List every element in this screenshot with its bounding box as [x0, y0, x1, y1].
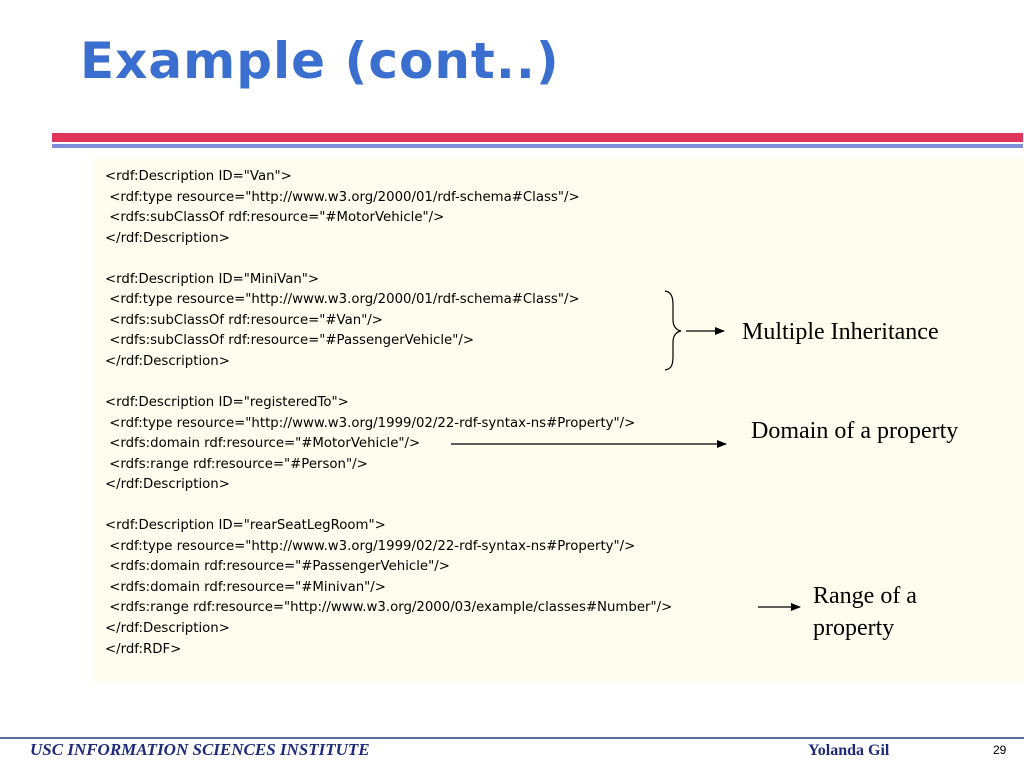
inheritance-brace [664, 290, 682, 371]
page-number: 29 [993, 743, 1007, 757]
multiple-inheritance-label: Multiple Inheritance [742, 319, 939, 345]
code-panel [93, 157, 1024, 683]
code-line: </rdf:Description> [105, 230, 230, 246]
code-line: </rdf:RDF> [105, 641, 182, 657]
code-line: </rdf:Description> [105, 477, 230, 493]
code-line: <rdf:type resource="http://www.w3.org/19… [105, 415, 636, 431]
footer-divider [0, 737, 1024, 739]
code-listing: <rdf:Description ID="Van"> <rdf:type res… [105, 167, 672, 660]
code-line: <rdfs:domain rdf:resource="#MotorVehicle… [105, 436, 421, 452]
code-line: <rdf:Description ID="registeredTo"> [105, 395, 349, 411]
code-line: <rdf:Description ID="rearSeatLegRoom"> [105, 518, 386, 534]
title-divider-red [52, 133, 1023, 142]
code-line: <rdfs:range rdf:resource="#Person"/> [105, 456, 368, 472]
code-line: <rdf:type resource="http://www.w3.org/20… [105, 189, 580, 205]
code-line: <rdf:Description ID="Van"> [105, 169, 292, 184]
code-line: <rdfs:domain rdf:resource="#PassengerVeh… [105, 559, 450, 575]
range-label-line2: property [813, 615, 895, 642]
code-line: <rdfs:subClassOf rdf:resource="#Passenge… [105, 333, 474, 349]
code-line: <rdf:type resource="http://www.w3.org/20… [105, 292, 580, 308]
code-line: <rdfs:subClassOf rdf:resource="#MotorVeh… [105, 210, 445, 226]
code-line: </rdf:Description> [105, 621, 230, 637]
code-line: </rdf:Description> [105, 353, 230, 369]
code-line: <rdf:type resource="http://www.w3.org/19… [105, 538, 636, 554]
title-divider-blue [52, 144, 1023, 148]
code-line: <rdf:Description ID="MiniVan"> [105, 271, 320, 287]
code-line: <rdfs:domain rdf:resource="#Minivan"/> [105, 579, 386, 595]
range-label: Range of a property [813, 580, 917, 645]
code-line: <rdfs:subClassOf rdf:resource="#Van"/> [105, 312, 383, 328]
domain-label: Domain of a property [751, 418, 959, 444]
range-label-line1: Range of a [813, 583, 917, 609]
footer-institute: USC INFORMATION SCIENCES INSTITUTE [30, 740, 370, 759]
footer-author: Yolanda Gil [808, 742, 890, 759]
slide-title: Example (cont..) [80, 32, 560, 90]
code-line: <rdfs:range rdf:resource="http://www.w3.… [105, 600, 673, 616]
